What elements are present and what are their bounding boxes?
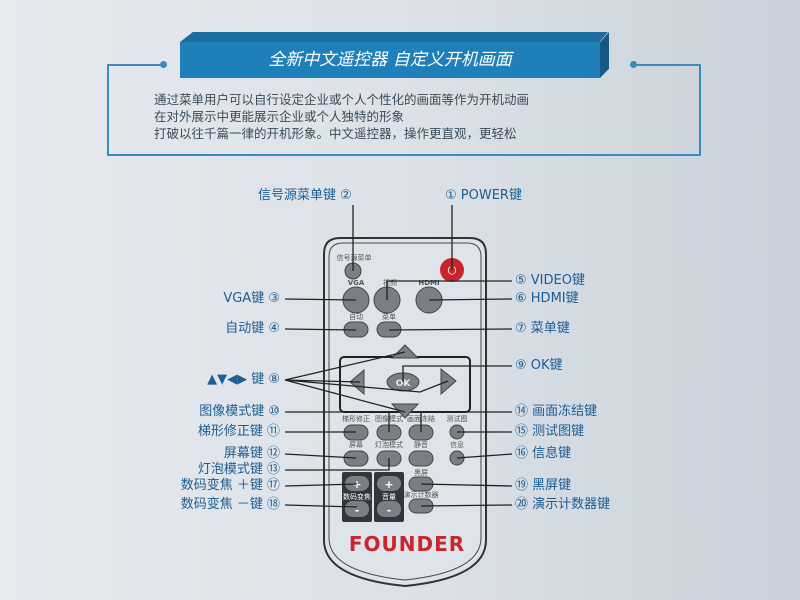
timer-label: 演示计数器 xyxy=(404,490,439,499)
callout-video: ⑤ VIDEO键 xyxy=(515,273,585,288)
test-pattern-label: 测试图 xyxy=(447,414,468,423)
callout-info: ⑯ 信息键 xyxy=(515,446,572,461)
description-line: 打破以往千篇一律的开机形象。中文遥控器，操作更直观，更轻松 xyxy=(154,126,517,141)
up-button[interactable] xyxy=(390,344,420,359)
callout-timer: ⑳ 演示计数器键 xyxy=(515,497,611,512)
banner-top-face xyxy=(180,32,608,42)
callout-picture-mode: 图像模式键 ⑩ xyxy=(199,404,280,419)
lamp-mode-label: 灯泡模式 xyxy=(375,440,403,449)
callout-power: ① POWER键 xyxy=(445,188,522,203)
video-label: 视频 xyxy=(383,278,397,287)
hdmi-label: HDMI xyxy=(418,279,439,287)
auto-label: 自动 xyxy=(349,312,363,321)
power-icon: ⏻ xyxy=(448,264,457,277)
right-button[interactable] xyxy=(440,367,457,396)
vga-label: VGA xyxy=(348,279,365,287)
description: 通过菜单用户可以自行设定企业或个人个性化的画面等作为开机动画 在对外展示中更能展… xyxy=(154,91,529,142)
frame-dot-left xyxy=(160,61,167,68)
description-line: 在对外展示中更能展示企业或个人独特的形象 xyxy=(154,109,405,124)
callout-keystone: 梯形修正键 ⑪ xyxy=(197,424,280,439)
screen-button[interactable] xyxy=(343,450,369,467)
callout-zoom-plus: 数码变焦 ＋键 ⑰ xyxy=(180,478,280,493)
brand-logo: FOUNDER xyxy=(349,532,465,556)
callout-hdmi: ⑥ HDMI键 xyxy=(515,291,579,306)
callout-vga: VGA键 ③ xyxy=(223,291,280,306)
volume-label: 音量 xyxy=(382,492,396,501)
volume-plus-icon: + xyxy=(384,478,393,491)
callout-auto: 自动键 ④ xyxy=(225,321,280,336)
keystone-label: 梯形修正 xyxy=(342,414,370,423)
zoom-label: 数码变焦 xyxy=(343,492,371,501)
callout-zoom-minus: 数码变焦 －键 ⑱ xyxy=(180,497,280,512)
callout-menu: ⑦ 菜单键 xyxy=(515,321,570,336)
menu-label: 菜单 xyxy=(382,312,396,321)
frame-dot-right xyxy=(630,61,637,68)
frame-top-left xyxy=(107,64,163,66)
source-label: 信号源菜单 xyxy=(337,253,372,262)
remote-body-inner xyxy=(328,242,482,581)
ok-label: OK xyxy=(396,379,412,389)
zoom-minus-icon: - xyxy=(355,504,360,517)
banner-side-face xyxy=(600,32,609,78)
callout-arrows: ▲▼◀▶ 键 ⑧ xyxy=(207,372,280,387)
mute-button[interactable] xyxy=(408,450,434,467)
info-label: 信息 xyxy=(450,440,464,449)
zoom-minus-button[interactable] xyxy=(345,501,369,517)
leader-lines xyxy=(284,205,513,508)
callout-freeze: ⑭ 画面冻结键 xyxy=(515,404,598,419)
down-button[interactable] xyxy=(390,403,420,419)
volume-minus-icon: - xyxy=(387,504,392,517)
frame-top-right xyxy=(633,64,699,66)
callout-lamp-mode: 灯泡模式键 ⑬ xyxy=(197,462,280,477)
volume-minus-button[interactable] xyxy=(377,501,401,517)
callout-source-menu: 信号源菜单键 ② xyxy=(258,188,352,203)
zoom-plus-button[interactable] xyxy=(345,476,369,491)
callout-ok: ⑨ OK键 xyxy=(515,358,563,373)
callout-test-pattern: ⑮ 测试图键 xyxy=(515,424,585,439)
blank-label: 黑屏 xyxy=(414,469,428,477)
callout-blank: ⑲ 黑屏键 xyxy=(515,478,572,493)
description-line: 通过菜单用户可以自行设定企业或个人个性化的画面等作为开机动画 xyxy=(154,92,530,107)
callout-screen: 屏幕键 ⑫ xyxy=(223,446,280,461)
screen-label: 屏幕 xyxy=(349,440,363,449)
page-title: 全新中文遥控器 自定义开机画面 xyxy=(180,42,600,78)
mute-label: 静音 xyxy=(414,440,428,449)
description-frame xyxy=(107,64,701,156)
volume-plus-button[interactable] xyxy=(377,476,401,491)
